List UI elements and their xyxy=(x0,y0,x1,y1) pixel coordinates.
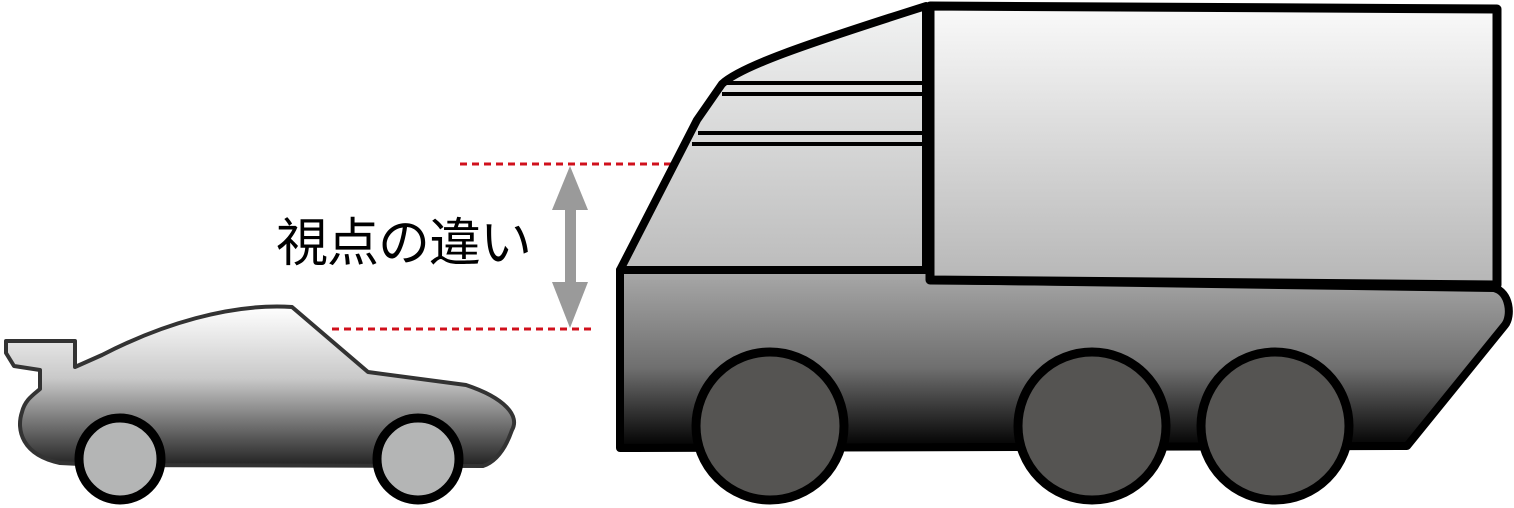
truck-rear-wheel xyxy=(1196,347,1354,505)
cab-window-lines xyxy=(692,81,926,146)
sports-car xyxy=(4,304,516,505)
car-front-wheel xyxy=(372,413,464,505)
height-difference-arrow xyxy=(552,166,588,328)
truck xyxy=(616,1,1513,505)
truck-middle-wheel xyxy=(1013,347,1171,505)
car-rear-wheel xyxy=(74,413,166,505)
truck-front-wheel xyxy=(691,347,849,505)
truck-cargo-box xyxy=(925,1,1502,290)
viewpoint-difference-label: 視点の違い xyxy=(276,214,532,274)
truck-cab xyxy=(616,2,930,274)
